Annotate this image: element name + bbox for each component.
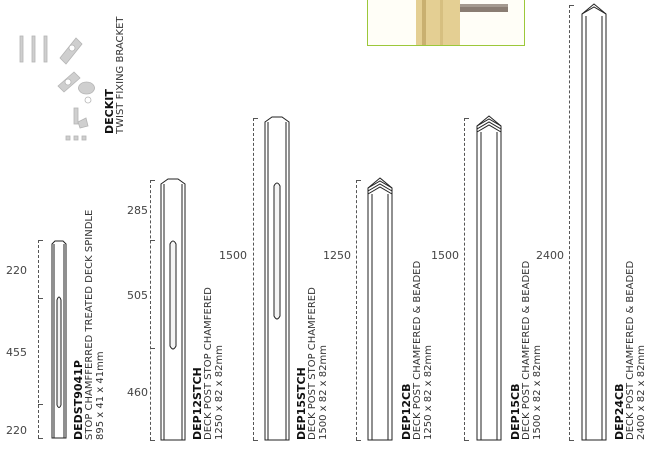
dep15stch-drawing — [264, 116, 290, 441]
spindle-drawing — [51, 240, 67, 439]
dep12cb-dim-length: 1250 — [323, 249, 351, 262]
dep15cb-label: DEP15CB DECK POST CHAMFERED & BEADED 150… — [509, 260, 543, 440]
deckit-label: DECKIT TWIST FIXING BRACKET — [103, 16, 126, 134]
dep12stch-drawing — [160, 178, 186, 441]
spindle-dim-top: 220 — [6, 264, 27, 277]
dimension-tick — [38, 298, 43, 299]
dimension-tick — [356, 440, 361, 441]
product-size: 1500 x 82 x 82mm — [318, 345, 329, 440]
product-description: DECK POST CHAMFERED & BEADED — [521, 260, 532, 440]
wood-post-photo — [416, 0, 508, 45]
deckit-description: TWIST FIXING BRACKET — [115, 16, 126, 134]
product-code: DEP15CB — [509, 383, 522, 440]
deckit-code: DECKIT — [103, 89, 116, 134]
dep15cb-dimension-bracket — [464, 118, 465, 440]
dep12stch-label: DEP12STCH DECK POST STOP CHAMFERED 1250 … — [191, 287, 225, 440]
product-code: DEP24CB — [613, 383, 626, 440]
dep15cb-dim-length: 1500 — [431, 249, 459, 262]
product-size: 1500 x 82 x 82mm — [532, 345, 543, 440]
dimension-tick — [464, 440, 469, 441]
product-photo — [367, 0, 525, 46]
dep15stch-dim-length: 1500 — [219, 249, 247, 262]
spindle-dim-bottom: 220 — [6, 424, 27, 437]
dimension-tick — [356, 180, 361, 181]
product-code: DEP12CB — [400, 383, 413, 440]
dimension-tick — [569, 440, 574, 441]
dimension-tick — [38, 240, 43, 241]
dep15stch-dimension-bracket — [253, 118, 254, 440]
product-description: DECK POST CHAMFERED & BEADED — [412, 260, 423, 440]
dep12cb-label: DEP12CB DECK POST CHAMFERED & BEADED 125… — [400, 260, 434, 440]
dep15stch-label: DEP15STCH DECK POST STOP CHAMFERED 1500 … — [295, 287, 329, 440]
dep24cb-label: DEP24CB DECK POST CHAMFERED & BEADED 240… — [613, 260, 647, 440]
product-code: DEP12STCH — [191, 367, 204, 440]
dep24cb-drawing — [581, 3, 607, 441]
dep15cb-drawing — [476, 115, 502, 441]
product-size: 2400 x 82 x 82mm — [636, 345, 647, 440]
dimension-tick — [464, 118, 469, 119]
dep24cb-dim-length: 2400 — [536, 249, 564, 262]
dimension-tick — [150, 440, 155, 441]
product-size: 1250 x 82 x 82mm — [214, 345, 225, 440]
dimension-tick — [253, 440, 258, 441]
dep12stch-dim-middle: 505 — [127, 289, 148, 302]
dep12stch-dimension-bracket — [150, 180, 151, 440]
dep12stch-dim-bottom: 460 — [127, 386, 148, 399]
dimension-tick — [150, 180, 155, 181]
product-code: DEDST9041P — [72, 360, 85, 440]
deckit-bracket-icon — [19, 35, 95, 141]
dep12cb-dimension-bracket — [356, 180, 357, 440]
dep24cb-dimension-bracket — [569, 5, 570, 440]
product-description: DECK POST CHAMFERED & BEADED — [625, 260, 636, 440]
spindle-dim-middle: 455 — [6, 346, 27, 359]
product-description: STOP CHAMFFERRED TREATED DECK SPINDLE — [84, 209, 95, 440]
product-description: DECK POST STOP CHAMFERED — [307, 287, 318, 440]
spindle-label: DEDST9041P STOP CHAMFFERRED TREATED DECK… — [72, 209, 106, 440]
dimension-tick — [150, 348, 155, 349]
dimension-tick — [38, 404, 43, 405]
dimension-tick — [150, 240, 155, 241]
product-code: DEP15STCH — [295, 367, 308, 440]
dimension-tick — [569, 5, 574, 6]
product-size: 895 x 41 x 41mm — [95, 351, 106, 440]
dimension-tick — [253, 118, 258, 119]
dimension-tick — [38, 438, 43, 439]
product-size: 1250 x 82 x 82mm — [423, 345, 434, 440]
dep12cb-drawing — [367, 177, 393, 441]
spindle-dimension-bracket — [38, 240, 39, 438]
dep12stch-dim-top: 285 — [127, 204, 148, 217]
product-description: DECK POST STOP CHAMFERED — [203, 287, 214, 440]
